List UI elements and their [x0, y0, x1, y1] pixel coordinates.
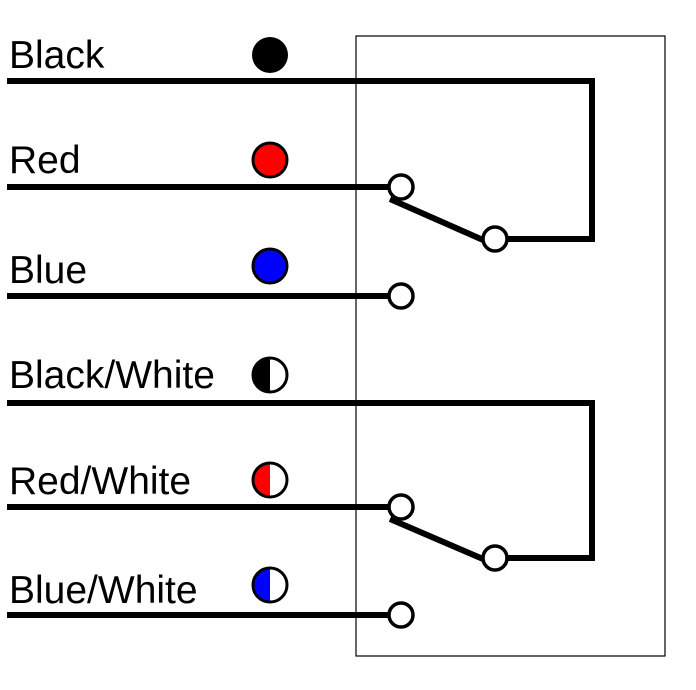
terminal-nc-1	[387, 173, 415, 201]
wire-black	[7, 78, 595, 242]
color-swatch-black-white	[251, 356, 289, 394]
switch-2: Black/White Red/White Blue/White	[7, 354, 595, 629]
wire-label-black: Black	[9, 34, 105, 77]
color-swatch-blue-outline	[251, 247, 289, 285]
color-swatch-blue	[252, 248, 288, 284]
color-swatch-red-outline	[251, 141, 289, 179]
wire-label-blue-white: Blue/White	[9, 569, 198, 612]
wire-label-blue: Blue	[9, 249, 87, 292]
wire-label-red-white: Red/White	[9, 460, 191, 503]
terminal-common-2	[481, 544, 509, 572]
terminal-no-2	[387, 601, 415, 629]
switch-2-arm	[388, 516, 485, 562]
terminal-nc-2	[387, 493, 415, 521]
switch-housing	[355, 35, 666, 657]
color-swatch-red	[252, 142, 288, 178]
terminal-no-1	[387, 282, 415, 310]
wire-black-white	[7, 400, 595, 561]
wire-label-red: Red	[9, 139, 81, 182]
terminal-common-1	[481, 225, 509, 253]
color-swatch-black	[252, 37, 288, 73]
wire-label-black-white: Black/White	[9, 354, 215, 397]
switch-1-arm	[388, 196, 485, 243]
switch-1: Black Red Blue	[7, 34, 595, 310]
color-swatch-red-white	[251, 461, 289, 499]
color-swatch-blue-white	[251, 566, 289, 604]
